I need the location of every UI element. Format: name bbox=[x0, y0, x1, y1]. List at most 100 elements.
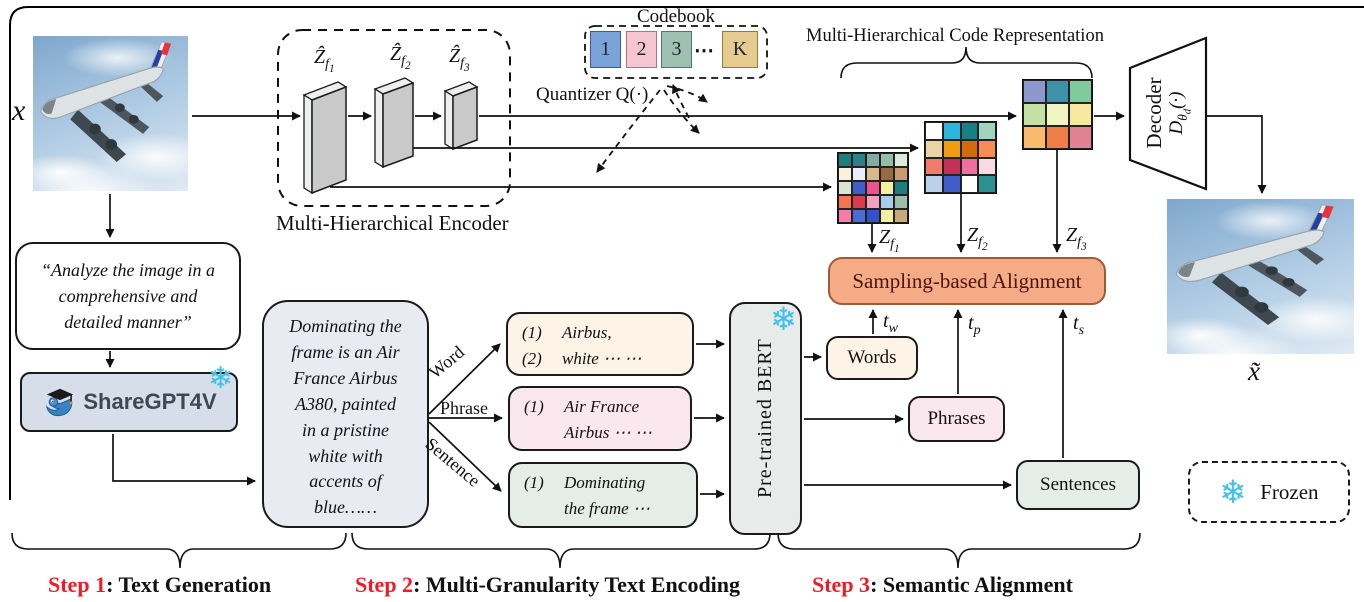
code-cell bbox=[942, 175, 961, 193]
prompt-line: detailed manner” bbox=[64, 312, 192, 333]
words-box: Words bbox=[826, 336, 918, 380]
caption-line: frame is an Air bbox=[291, 341, 400, 362]
item-number: (1) bbox=[522, 323, 542, 342]
item-number: (1) bbox=[524, 397, 544, 416]
item-text: Airbus ⋯ ⋯ bbox=[564, 422, 652, 442]
code-cell bbox=[866, 195, 880, 209]
z-f3-label: Zf3 bbox=[1066, 224, 1087, 253]
frozen-label: Frozen bbox=[1260, 479, 1319, 504]
airplane-illustration bbox=[1175, 204, 1335, 326]
code-cell bbox=[894, 181, 908, 195]
item-number bbox=[524, 496, 564, 522]
step1-caption: Step 1: Text Generation bbox=[48, 572, 272, 597]
code-cell bbox=[978, 139, 996, 158]
t-w-label: tw bbox=[883, 310, 898, 336]
code-cell bbox=[894, 195, 908, 209]
caption-line: blue…… bbox=[314, 497, 377, 518]
sentences-box: Sentences bbox=[1016, 460, 1140, 510]
code-cell bbox=[838, 181, 852, 195]
zhat-f2-label: Ẑf2 bbox=[390, 43, 411, 72]
prompt-line: “Analyze the image in a bbox=[41, 259, 215, 280]
codebook-title: Codebook bbox=[636, 6, 716, 27]
step2-caption: Step 2: Multi-Granularity Text Encoding bbox=[355, 572, 741, 597]
phrases-label: Phrases bbox=[927, 408, 986, 429]
t-s-label: ts bbox=[1073, 312, 1085, 338]
t-p-label: tp bbox=[968, 312, 981, 338]
code-cell bbox=[1069, 80, 1092, 103]
code-grid-zf3 bbox=[1022, 79, 1093, 150]
code-cell bbox=[880, 195, 894, 209]
code-cell bbox=[960, 175, 979, 193]
words-label: Words bbox=[847, 347, 897, 368]
quantizer-dashed-arrows bbox=[596, 84, 708, 173]
code-cell bbox=[1046, 80, 1069, 103]
item-number: (1) bbox=[524, 473, 544, 492]
code-cell bbox=[960, 122, 979, 140]
item-text: white ⋯ ⋯ bbox=[562, 348, 642, 368]
code-cell bbox=[942, 122, 961, 140]
decoder-label: Decoder Dθd(·) bbox=[1141, 77, 1194, 149]
pretrained-bert-label: Pre-trained BERT bbox=[754, 338, 776, 499]
code-grid-zf1 bbox=[837, 152, 909, 224]
code-cell bbox=[838, 195, 852, 209]
code-cell bbox=[838, 153, 852, 167]
step2-prefix: Step 2 bbox=[355, 572, 414, 597]
z-f1-label: Zf1 bbox=[879, 226, 900, 255]
prompt-box: “Analyze the image in a comprehensive an… bbox=[15, 242, 241, 350]
code-cell bbox=[866, 153, 880, 167]
sharegpt4v-logo-icon bbox=[46, 388, 74, 417]
phrases-box: Phrases bbox=[908, 396, 1005, 442]
codebook-entry-3: 3 bbox=[661, 31, 692, 68]
code-cell bbox=[925, 139, 943, 158]
encoder-title: Multi-Hierarchical Encoder bbox=[276, 211, 509, 235]
encoder-slab-2 bbox=[373, 77, 415, 169]
code-cell bbox=[1023, 80, 1046, 103]
code-cell bbox=[894, 167, 908, 181]
code-cell bbox=[838, 167, 852, 181]
caption-line: in a pristine bbox=[301, 419, 389, 440]
codebook-entry-k: K bbox=[722, 31, 758, 68]
code-cell bbox=[925, 122, 943, 140]
item-number: (2) bbox=[522, 348, 542, 368]
code-grid-zf2 bbox=[924, 121, 997, 194]
code-cell bbox=[880, 153, 894, 167]
code-cell bbox=[1046, 126, 1069, 149]
caption-line: Dominating the bbox=[289, 316, 402, 336]
code-cell bbox=[925, 157, 943, 176]
pretrained-bert-box: Pre-trained BERT bbox=[729, 302, 802, 535]
encoder-slab-3 bbox=[443, 81, 479, 151]
code-cell bbox=[978, 122, 996, 140]
caption-line: A380, painted bbox=[295, 393, 396, 414]
caption-text-box: Dominating the frame is an Air France Ai… bbox=[262, 300, 429, 528]
code-cell bbox=[866, 167, 880, 181]
code-cell bbox=[978, 157, 996, 176]
code-cell bbox=[894, 153, 908, 167]
code-cell bbox=[942, 157, 961, 176]
code-cell bbox=[880, 209, 894, 223]
snowflake-icon-bert: ❄ bbox=[770, 300, 797, 338]
braces bbox=[11, 46, 1141, 569]
branch-label-phrase: Phrase bbox=[440, 398, 488, 418]
code-cell bbox=[978, 175, 996, 193]
sentences-label: Sentences bbox=[1040, 474, 1116, 495]
code-cell bbox=[852, 195, 866, 209]
code-cell bbox=[894, 209, 908, 223]
code-cell bbox=[1023, 103, 1046, 126]
caption-line: white with bbox=[308, 445, 383, 466]
code-cell bbox=[1023, 126, 1046, 149]
brace-step1 bbox=[11, 532, 347, 569]
item-text: the frame ⋯ bbox=[564, 498, 650, 518]
sharegpt4v-label: ShareGPT4V bbox=[83, 389, 217, 414]
code-cell bbox=[880, 181, 894, 195]
decoder-shape bbox=[1128, 36, 1208, 191]
code-cell bbox=[852, 167, 866, 181]
code-cell bbox=[838, 209, 852, 223]
brace-code-repr bbox=[840, 46, 1093, 79]
flow-arrows bbox=[105, 111, 1267, 499]
encoder-slab-1 bbox=[302, 81, 348, 195]
step3-prefix: Step 3 bbox=[812, 572, 871, 597]
zhat-f3-label: Ẑf3 bbox=[449, 45, 470, 74]
codebook-entry-1: 1 bbox=[590, 31, 621, 68]
brace-step2 bbox=[351, 532, 771, 569]
